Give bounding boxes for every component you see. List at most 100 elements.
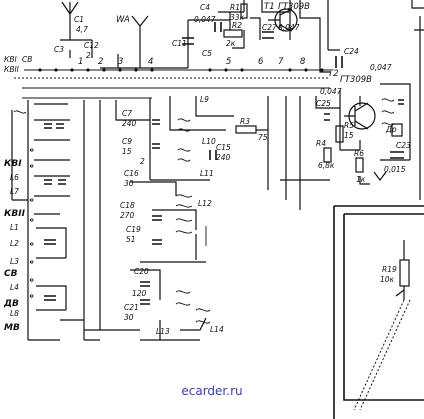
label-l2: L2: [10, 239, 19, 248]
label-l8: L8: [10, 309, 19, 318]
c23-label: C23: [396, 141, 411, 150]
r5-label: R5: [344, 121, 354, 130]
c9-value: 15: [122, 147, 132, 156]
c15-label: C15: [216, 143, 231, 152]
c16-value: 30: [124, 179, 134, 188]
label-l7: L7: [10, 187, 19, 196]
l14-label: L14: [210, 325, 224, 334]
l13-label: L13: [156, 327, 170, 336]
transistor-t2: T2 ГТ309В: [328, 69, 376, 130]
c25-value: 0,047: [320, 87, 342, 96]
capacitor-c27: [262, 31, 274, 39]
label-mv: МВ: [4, 323, 20, 333]
c19-value: 51: [126, 235, 136, 244]
c11-label: C11: [172, 39, 187, 48]
label-l4: L4: [10, 283, 19, 292]
switch-position-numbers: 1 2 3 4 5 6 7 8: [78, 57, 306, 67]
c8-value: 2: [140, 157, 145, 166]
left-coil-stack: [11, 100, 84, 341]
pos-1: 1: [78, 57, 83, 67]
resistor-r2: [223, 29, 243, 38]
middle-section: [84, 96, 268, 341]
label-l3: L3: [10, 257, 19, 266]
l9-label: L9: [200, 95, 209, 104]
c23-value: 0,015: [384, 165, 406, 174]
c1-label: C1: [74, 15, 84, 24]
c24-label: C24: [344, 47, 359, 56]
right-section: [267, 83, 411, 210]
pos-2: 2: [98, 57, 103, 67]
r4-label: R4: [316, 139, 326, 148]
c16-label: C16: [124, 169, 139, 178]
resistor-r6: [355, 157, 364, 173]
c7-label: C7: [122, 109, 132, 118]
c3-label: C3: [54, 45, 64, 54]
r5-value: 15: [344, 131, 354, 140]
resistor-r1: [240, 3, 248, 19]
r3-value: 75: [258, 133, 268, 142]
r2-value: 2к: [226, 39, 236, 48]
r2-label: R2: [232, 21, 242, 30]
c1-value: 4,7: [76, 25, 88, 34]
dr-label: Др: [385, 125, 397, 134]
t2-type: ГТ309В: [340, 75, 372, 85]
r1-label: R1: [230, 3, 240, 12]
r19-label: R19: [382, 265, 397, 274]
pos-6: 6: [258, 57, 264, 67]
wa-label: WA: [116, 15, 130, 25]
label-sv-top: СВ: [22, 55, 32, 64]
t1-ref: T1: [264, 2, 275, 12]
antenna-wa1: [61, 1, 79, 40]
c19-label: C19: [126, 225, 141, 234]
antenna-wa: WA: [116, 15, 149, 52]
c18-value: 270: [120, 211, 135, 220]
c27-value: 0,047: [278, 23, 300, 32]
choke-dr: [391, 123, 403, 137]
transistor-t1: T1 ГТ309В: [264, 2, 310, 32]
resistor-r5: [335, 125, 344, 143]
label-dv: ДВ: [3, 299, 19, 309]
r4-value: 6,8к: [318, 161, 335, 170]
t1-type: ГТ309В: [278, 2, 310, 12]
c4-value: 0,047: [194, 15, 216, 24]
c9-label: C9: [122, 137, 132, 146]
t2-ref: T2: [328, 69, 339, 79]
resistor-r3: [235, 125, 257, 134]
pos-7: 7: [278, 57, 284, 67]
label-sv: СВ: [4, 269, 18, 279]
pos-5: 5: [226, 57, 231, 67]
potentiometer-r19: [399, 259, 410, 287]
c21-label: C21: [124, 303, 139, 312]
c21-value: 30: [124, 313, 134, 322]
label-kvii-top: КВII: [4, 65, 20, 74]
c18-label: C18: [120, 201, 135, 210]
r3-label: R3: [240, 117, 250, 126]
c15-value: 240: [216, 153, 231, 162]
label-kvi-top: КВI: [4, 55, 17, 64]
l11-label: L11: [200, 169, 214, 178]
r19-value: 10к: [380, 275, 395, 284]
volume-enclosure: R19 10к: [333, 205, 424, 419]
r6-label: R6: [354, 149, 364, 158]
capacitor-c4: [214, 22, 222, 32]
c12-value: 2: [86, 51, 91, 60]
band-switch-top-row: [14, 68, 330, 99]
pos-4: 4: [148, 57, 153, 67]
c24-value: 0,047: [370, 63, 392, 72]
r6-value: 1к: [356, 175, 366, 184]
label-l6: L6: [10, 173, 19, 182]
capacitor-c11: [182, 37, 194, 45]
c12-label: C12: [84, 41, 99, 50]
watermark: ecarder.ru: [181, 384, 243, 398]
capacitor-c24: [335, 56, 343, 68]
label-l1: L1: [10, 223, 19, 232]
l12-label: L12: [198, 199, 212, 208]
c7-value: 240: [122, 119, 137, 128]
c27-label: C27: [262, 23, 277, 32]
pos-3: 3: [118, 57, 123, 67]
c25-label: C25: [316, 99, 331, 108]
r1-value: 33к: [230, 13, 245, 22]
c5-label: C5: [202, 49, 212, 58]
c4-label: C4: [200, 3, 210, 12]
